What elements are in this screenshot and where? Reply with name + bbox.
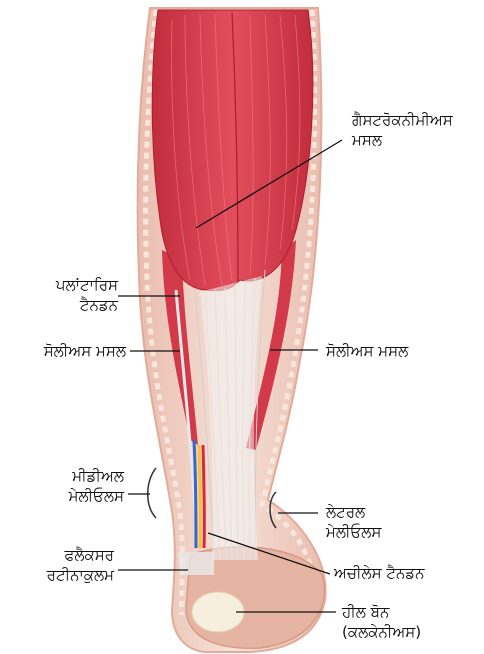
flexor-retinaculum-label: ਫਲੈਕਸਰ ਰਟੀਨਾਕੁਲਮ	[10, 545, 114, 585]
plantaris-label-line2: ਟੈਨਡਨ	[10, 295, 118, 315]
soleus-right-label: ਸੋਲੀਅਸ ਮਸਲ	[326, 341, 408, 361]
medial-malleolus-label-line1: ਮੀਡੀਅਲ	[10, 466, 124, 486]
medial-malleolus-label-line2: ਮੇਲੀਓਲਸ	[10, 486, 124, 506]
plantaris-label: ਪਲਾਂਟਾਰਿਸ ਟੈਨਡਨ	[10, 275, 118, 315]
gastrocnemius-label: ਗੈਸਟਰੋਕਨੀਮੀਅਸ ਮਸਲ	[352, 110, 453, 150]
heel-bone-label: ਹੀਲ ਬੋਨ (ਕਲਕੇਨੀਅਸ)	[342, 602, 421, 642]
medial-malleolus-bracket	[148, 468, 156, 518]
achilles-label: ਅਚੀਲੇਸ ਟੈਨਡਨ	[334, 563, 425, 583]
gastrocnemius-label-line2: ਮਸਲ	[352, 130, 453, 150]
lateral-malleolus-label-line2: ਮੇਲੀਓਲਸ	[326, 522, 381, 542]
medial-malleolus-label: ਮੀਡੀਅਲ ਮੇਲੀਓਲਸ	[10, 466, 124, 506]
plantaris-label-line1: ਪਲਾਂਟਾਰਿਸ	[10, 275, 118, 295]
yellow-nerve	[199, 445, 200, 548]
gastrocnemius-label-line1: ਗੈਸਟਰੋਕਨੀਮੀਅਸ	[352, 110, 453, 130]
flexor-retinaculum-label-line1: ਫਲੈਕਸਰ	[10, 545, 114, 565]
heel-bone-label-line1: ਹੀਲ ਬੋਨ	[342, 602, 421, 622]
gastrocnemius-muscle	[152, 10, 313, 291]
lateral-malleolus-label: ਲੇਟਰਲ ਮੇਲੀਓਲਸ	[326, 502, 381, 542]
flexor-retinaculum-label-line2: ਰਟੀਨਾਕੁਲਮ	[10, 565, 114, 585]
soleus-left-label: ਸੋਲੀਅਸ ਮਸਲ	[10, 341, 126, 361]
heel-bone-label-line2: (ਕਲਕੇਨੀਅਸ)	[342, 622, 421, 642]
lateral-malleolus-label-line1: ਲੇਟਰਲ	[326, 502, 381, 522]
red-artery	[203, 445, 204, 548]
flexor-retinaculum	[178, 552, 214, 575]
